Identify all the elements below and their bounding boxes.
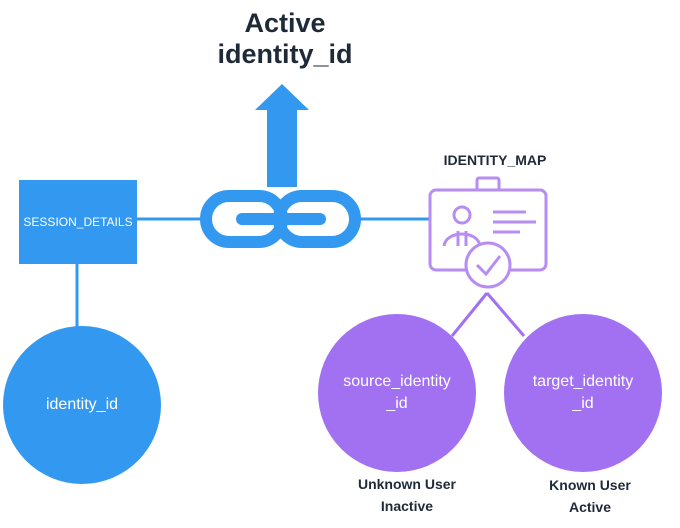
target-status-state: Active bbox=[568, 499, 612, 515]
page-title: Active identity_id bbox=[190, 8, 380, 70]
connector-map-to-target bbox=[485, 292, 526, 337]
identity-id-node: identity_id bbox=[3, 326, 161, 484]
identity-map-label: IDENTITY_MAP bbox=[443, 152, 547, 168]
title-line-2: identity_id bbox=[217, 39, 353, 69]
target-status-user: Known User bbox=[549, 477, 631, 493]
target-identity-node: target_identity _id bbox=[504, 314, 662, 472]
source-identity-label-line-1: source_identity bbox=[343, 373, 451, 390]
title-line-1: Active bbox=[244, 8, 326, 38]
connector-map-to-source bbox=[450, 292, 489, 337]
up-arrow-icon bbox=[255, 84, 309, 187]
target-identity-label-line-1: target_identity bbox=[532, 373, 634, 390]
session-details-box: SESSION_DETAILS bbox=[19, 180, 137, 264]
target-identity-label-line-2: _id bbox=[572, 395, 594, 412]
source-status-user: Unknown User bbox=[357, 476, 456, 492]
source-status: Unknown User Inactive bbox=[327, 473, 487, 517]
target-status: Known User Active bbox=[510, 474, 670, 518]
source-identity-node: source_identity _id bbox=[318, 314, 476, 472]
identity-id-label: identity_id bbox=[45, 396, 119, 413]
session-details-label: SESSION_DETAILS bbox=[23, 215, 133, 229]
source-identity-label-line-2: _id bbox=[386, 395, 408, 412]
id-card-check-icon bbox=[428, 176, 548, 289]
source-status-state: Inactive bbox=[380, 498, 434, 514]
chain-link-icon bbox=[200, 190, 361, 248]
